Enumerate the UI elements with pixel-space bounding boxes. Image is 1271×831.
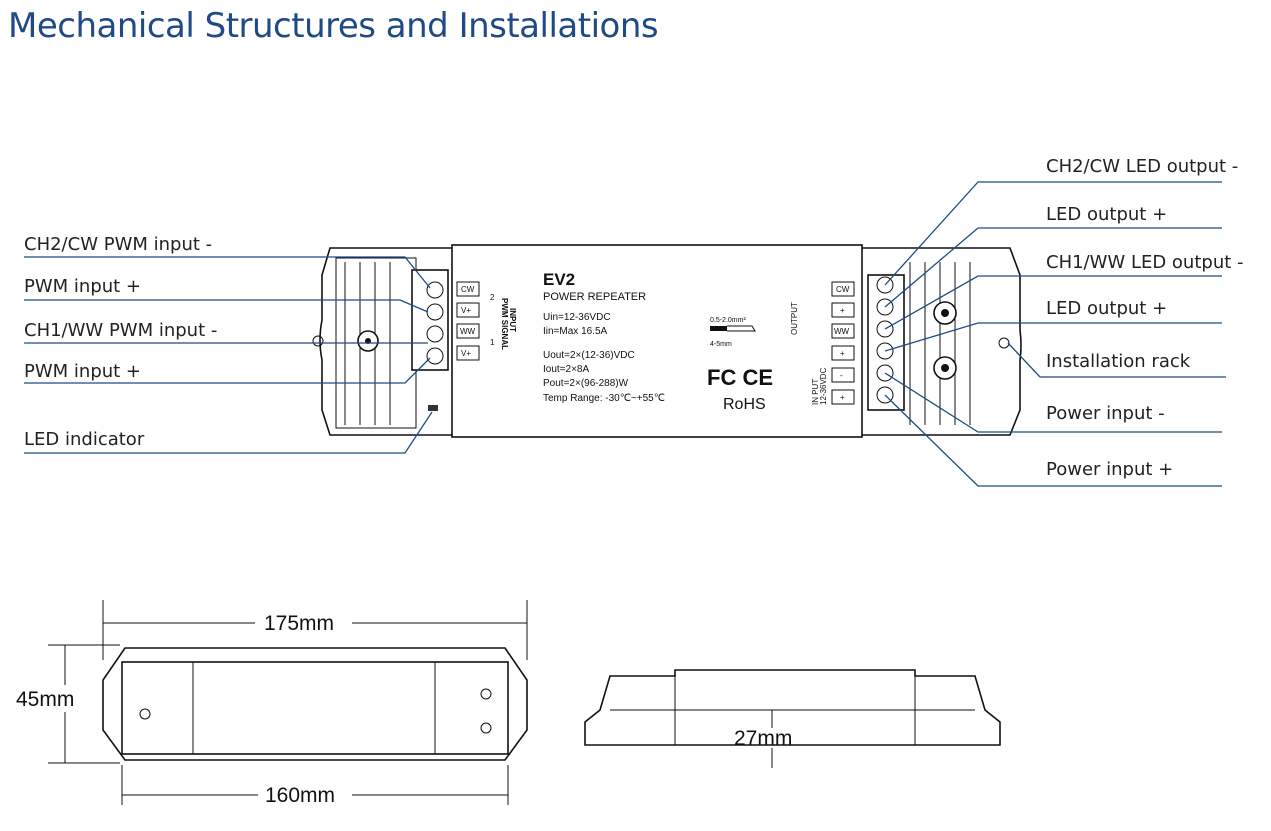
fc-ce-logos: FC CE <box>707 365 773 390</box>
output-term-plus-2: + <box>840 306 845 315</box>
input-term-vplus-2: V+ <box>461 306 471 315</box>
label-power-input-minus: Power input - <box>1046 403 1165 424</box>
model-name: EV2 <box>543 270 575 289</box>
input-sub-label: PWM SIGNAL <box>500 298 509 350</box>
input-term-cw: CW <box>461 285 475 294</box>
dim-width: 45mm <box>16 688 74 711</box>
input-term-vplus-1: V+ <box>461 349 471 358</box>
ch1-label: 1 <box>490 338 495 347</box>
label-led-output-plus-2: LED output + <box>1046 204 1167 225</box>
product-name: POWER REPEATER <box>543 291 646 303</box>
label-led-output-plus-1: LED output + <box>1046 298 1167 319</box>
power-label: IN PUT <box>811 379 820 405</box>
page-title: Mechanical Structures and Installations <box>8 6 659 46</box>
left-callouts: CH2/CW PWM input - PWM input + CH1/WW PW… <box>24 234 433 454</box>
output-term-ww: WW <box>834 327 850 336</box>
label-ch1-pwm-input-minus: CH1/WW PWM input - <box>24 320 217 341</box>
spec-uout: Uout=2×(12-36)VDC <box>543 350 635 361</box>
dim-length: 175mm <box>264 612 334 635</box>
rohs-mark: RoHS <box>723 396 766 413</box>
spec-uin: Uin=12-36VDC <box>543 312 611 323</box>
output-label: OUTPUT <box>790 302 799 335</box>
strip-length: 4-5mm <box>710 341 732 348</box>
power-term-plus: + <box>840 393 845 402</box>
output-term-plus-1: + <box>840 349 845 358</box>
right-callouts: CH2/CW LED output - LED output + CH1/WW … <box>884 156 1244 487</box>
spec-iin: Iin=Max 16.5A <box>543 326 608 337</box>
label-power-input-plus: Power input + <box>1046 459 1173 480</box>
dimension-top-view: 175mm 45mm 160mm <box>16 600 528 807</box>
label-led-indicator: LED indicator <box>24 429 145 450</box>
output-term-cw: CW <box>836 285 850 294</box>
dimension-side-view: 27mm <box>584 669 1001 768</box>
dim-inner-length: 160mm <box>265 784 335 807</box>
ch2-label: 2 <box>490 293 495 302</box>
input-label: INPUT <box>508 308 517 332</box>
spec-temp: Temp Range: -30℃~+55℃ <box>543 393 665 404</box>
input-term-ww: WW <box>460 327 476 336</box>
power-term-minus: - <box>840 371 843 380</box>
label-pwm-input-plus-1: PWM input + <box>24 361 141 382</box>
spec-iout: Iout=2×8A <box>543 364 589 375</box>
label-ch2-led-output-minus: CH2/CW LED output - <box>1046 156 1238 177</box>
label-installation-rack: Installation rack <box>1046 351 1191 372</box>
label-pwm-input-plus-2: PWM input + <box>24 276 141 297</box>
dim-height: 27mm <box>734 727 792 750</box>
spec-pout: Pout=2×(96-288)W <box>543 378 629 389</box>
power-sub-label: 12-36VDC <box>819 367 828 405</box>
label-ch1-led-output-minus: CH1/WW LED output - <box>1046 252 1244 273</box>
wire-icon <box>710 326 727 331</box>
wire-gauge: 0.5-2.0mm² <box>710 317 746 324</box>
label-ch2-pwm-input-minus: CH2/CW PWM input - <box>24 234 212 255</box>
